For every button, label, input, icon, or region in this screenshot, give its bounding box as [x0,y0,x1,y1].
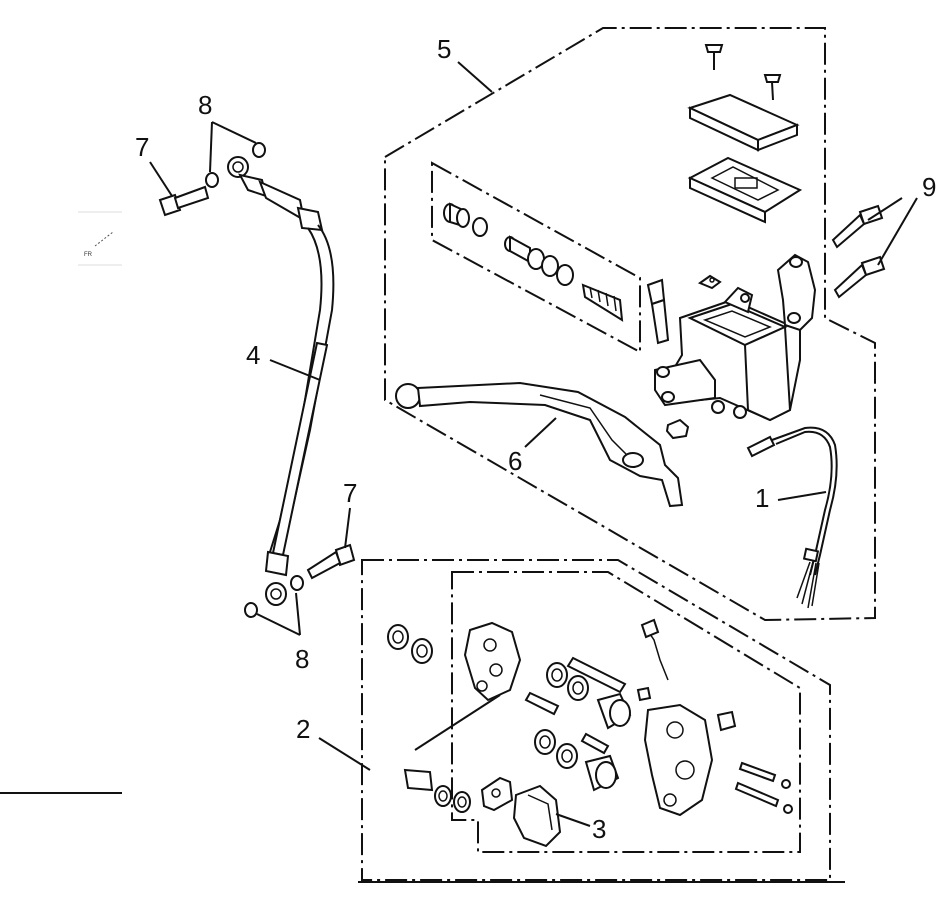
callout-9: 9 [922,172,936,202]
callout-8-top: 8 [198,90,212,120]
callout-1: 1 [755,483,769,513]
callout-2: 2 [296,714,310,744]
caliper-body-right [640,618,714,817]
reservoir-cap [687,93,800,152]
fr-label: FR [84,252,93,258]
brake-light-switch-wire [746,426,838,609]
callout-3: 3 [592,814,606,844]
brake-hose [227,156,335,606]
leader-lines [149,61,918,827]
slide-pins [403,656,793,814]
callout-5: 5 [437,34,451,64]
caliper-group-outline [358,559,845,883]
master-cylinder-group-outline [384,27,876,622]
callout-labels: 5 7 8 9 4 6 1 7 8 2 3 [135,34,936,844]
master-cylinder-inner-panel [431,161,641,354]
caliper-seals [387,624,589,813]
reservoir-screws [704,44,782,101]
callout-6: 6 [508,446,522,476]
caliper-pistons [584,692,632,792]
clamp-bolts [831,204,886,299]
piston-parts [443,202,624,322]
reservoir-diaphragm [687,156,803,224]
callout-8-bottom: 8 [295,644,309,674]
callout-4: 4 [246,340,260,370]
caliper-bracket-left [463,621,522,702]
brake-lever [395,381,684,508]
brake-pads [480,776,562,848]
handlebar-clamp [776,253,817,332]
master-cylinder-body [646,274,801,440]
sealing-washers [205,142,304,618]
front-orientation-mark: FR [78,211,122,266]
callout-7-bottom: 7 [343,478,357,508]
banjo-bolts [158,185,356,580]
caliper-inner-panel [451,571,801,853]
callout-7-top: 7 [135,132,149,162]
